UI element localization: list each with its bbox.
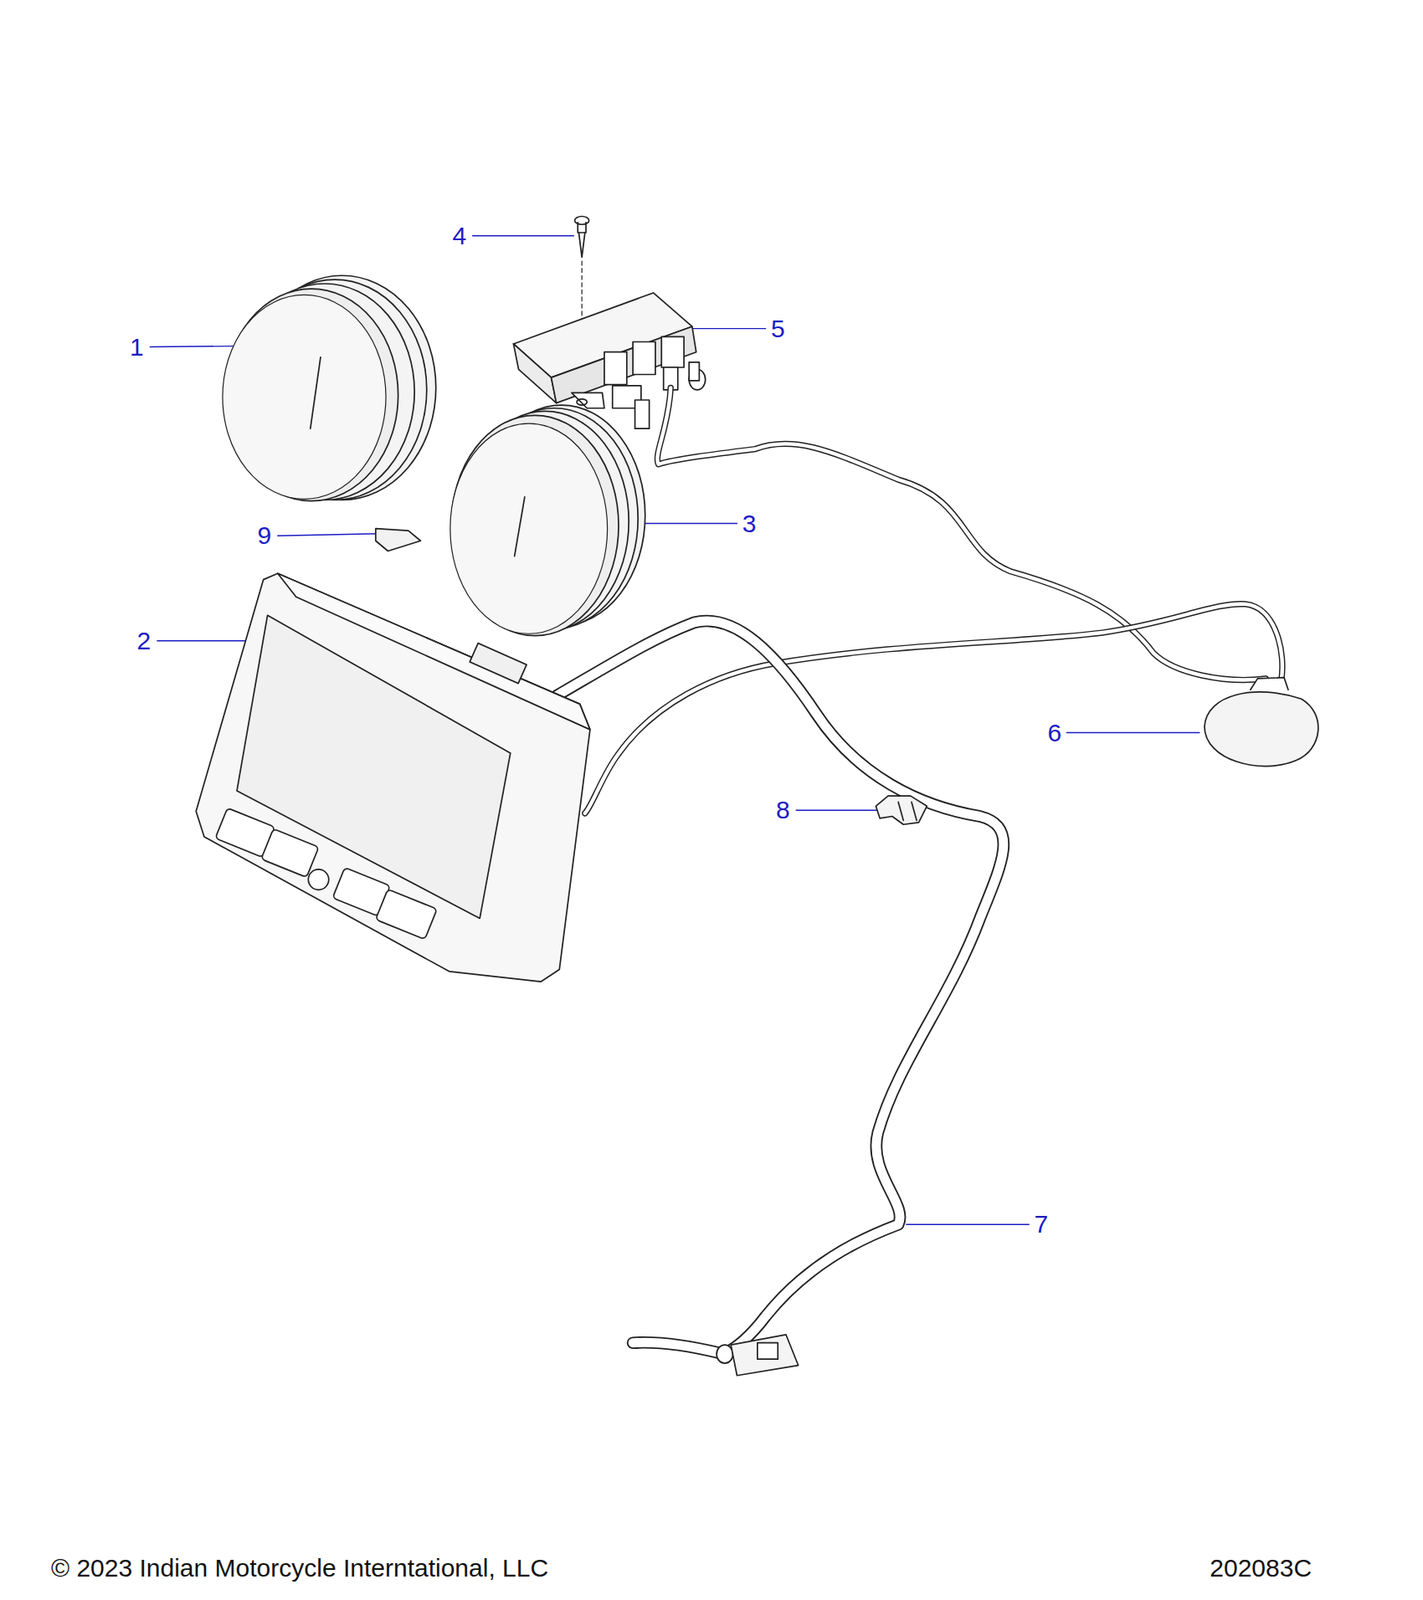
callout-number: 1	[128, 334, 146, 360]
drawing-number: 202083C	[1209, 1556, 1312, 1582]
callout-number: 9	[256, 523, 274, 549]
copyright-note: © 2023 Indian Motorcycle Interntational,…	[51, 1556, 549, 1582]
callout-number: 4	[450, 223, 468, 249]
callout-number: 7	[1032, 1212, 1051, 1238]
callout-number: 8	[774, 797, 792, 823]
callout-number: 3	[740, 511, 759, 537]
callout-number: 5	[769, 316, 787, 342]
callout-number: 2	[135, 628, 154, 654]
callout-number: 6	[1045, 720, 1064, 746]
